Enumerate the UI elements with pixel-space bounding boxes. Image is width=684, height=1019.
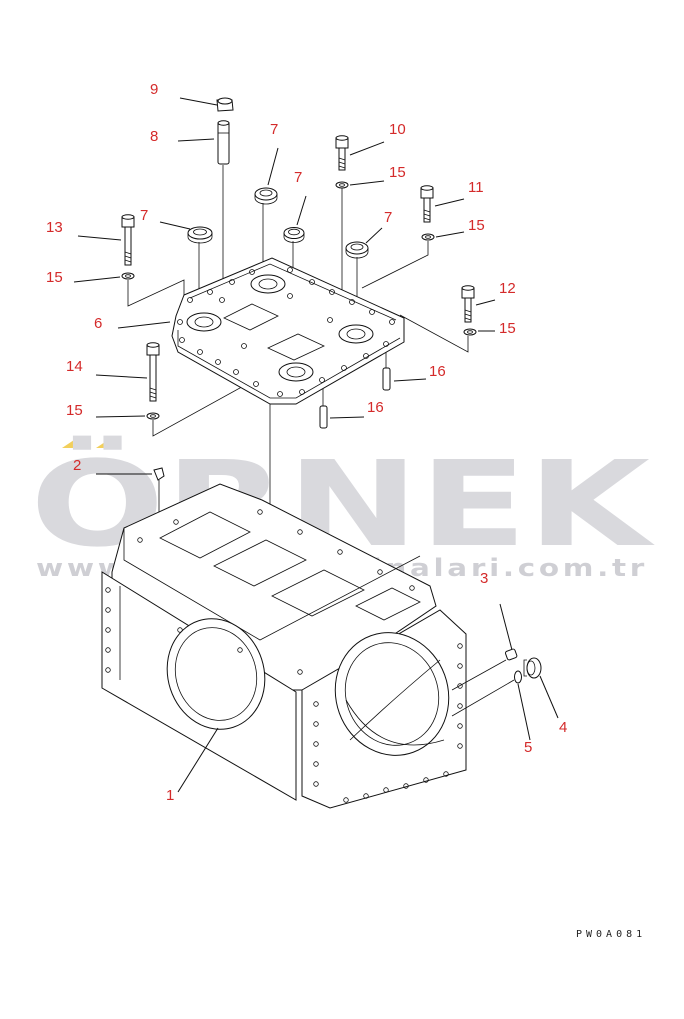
callout-15: 15	[468, 217, 485, 234]
callout-7: 7	[140, 207, 148, 224]
part-9-nut	[179, 97, 234, 112]
part-7-seal-a	[254, 147, 279, 280]
callout-1: 1	[166, 787, 174, 804]
callout-7: 7	[270, 121, 278, 138]
callout-15: 15	[66, 402, 83, 419]
part-1-transmission-case	[101, 483, 467, 809]
part-11-bolt	[420, 185, 465, 223]
part-15-washer-e	[95, 377, 259, 437]
part-7-seal-d	[345, 227, 383, 325]
callout-15: 15	[46, 269, 63, 286]
part-13-bolt	[77, 214, 135, 266]
callout-15: 15	[389, 164, 406, 181]
callout-3: 3	[480, 570, 488, 587]
part-8-stud	[177, 120, 230, 296]
callout-10: 10	[389, 121, 406, 138]
callout-11: 11	[468, 179, 484, 196]
part-15-washer-d	[399, 314, 495, 353]
part-16-dowel-b	[319, 384, 365, 429]
callout-7: 7	[384, 209, 392, 226]
callout-2: 2	[73, 457, 81, 474]
part-15-washer-c	[73, 272, 185, 307]
callout-4: 4	[559, 719, 567, 736]
part-15-washer-a	[335, 180, 385, 300]
part-5-o-ring	[451, 670, 531, 741]
part-12-bolt	[461, 285, 496, 323]
part-10-bolt	[335, 135, 385, 171]
callout-7: 7	[294, 169, 302, 186]
callout-12: 12	[499, 280, 516, 297]
callout-9: 9	[150, 81, 158, 98]
callout-13: 13	[46, 219, 63, 236]
part-4-drain-plug	[523, 657, 559, 719]
callout-5: 5	[524, 739, 532, 756]
callout-16: 16	[367, 399, 384, 416]
callout-14: 14	[66, 358, 83, 375]
callout-15: 15	[499, 320, 516, 337]
callout-6: 6	[94, 315, 102, 332]
callout-16: 16	[429, 363, 446, 380]
part-3-plug	[451, 603, 518, 691]
watermark-accent	[62, 436, 120, 448]
drawing-code: PW0A081	[576, 929, 646, 940]
callout-8: 8	[150, 128, 158, 145]
part-16-dowel-a	[382, 345, 427, 391]
callout-labels: 9 8 7 7 7 7 10 15 11 15 13 15 6 12 15 14…	[46, 81, 567, 804]
part-15-washer-b	[361, 231, 465, 289]
part-14-bolt	[95, 342, 160, 402]
